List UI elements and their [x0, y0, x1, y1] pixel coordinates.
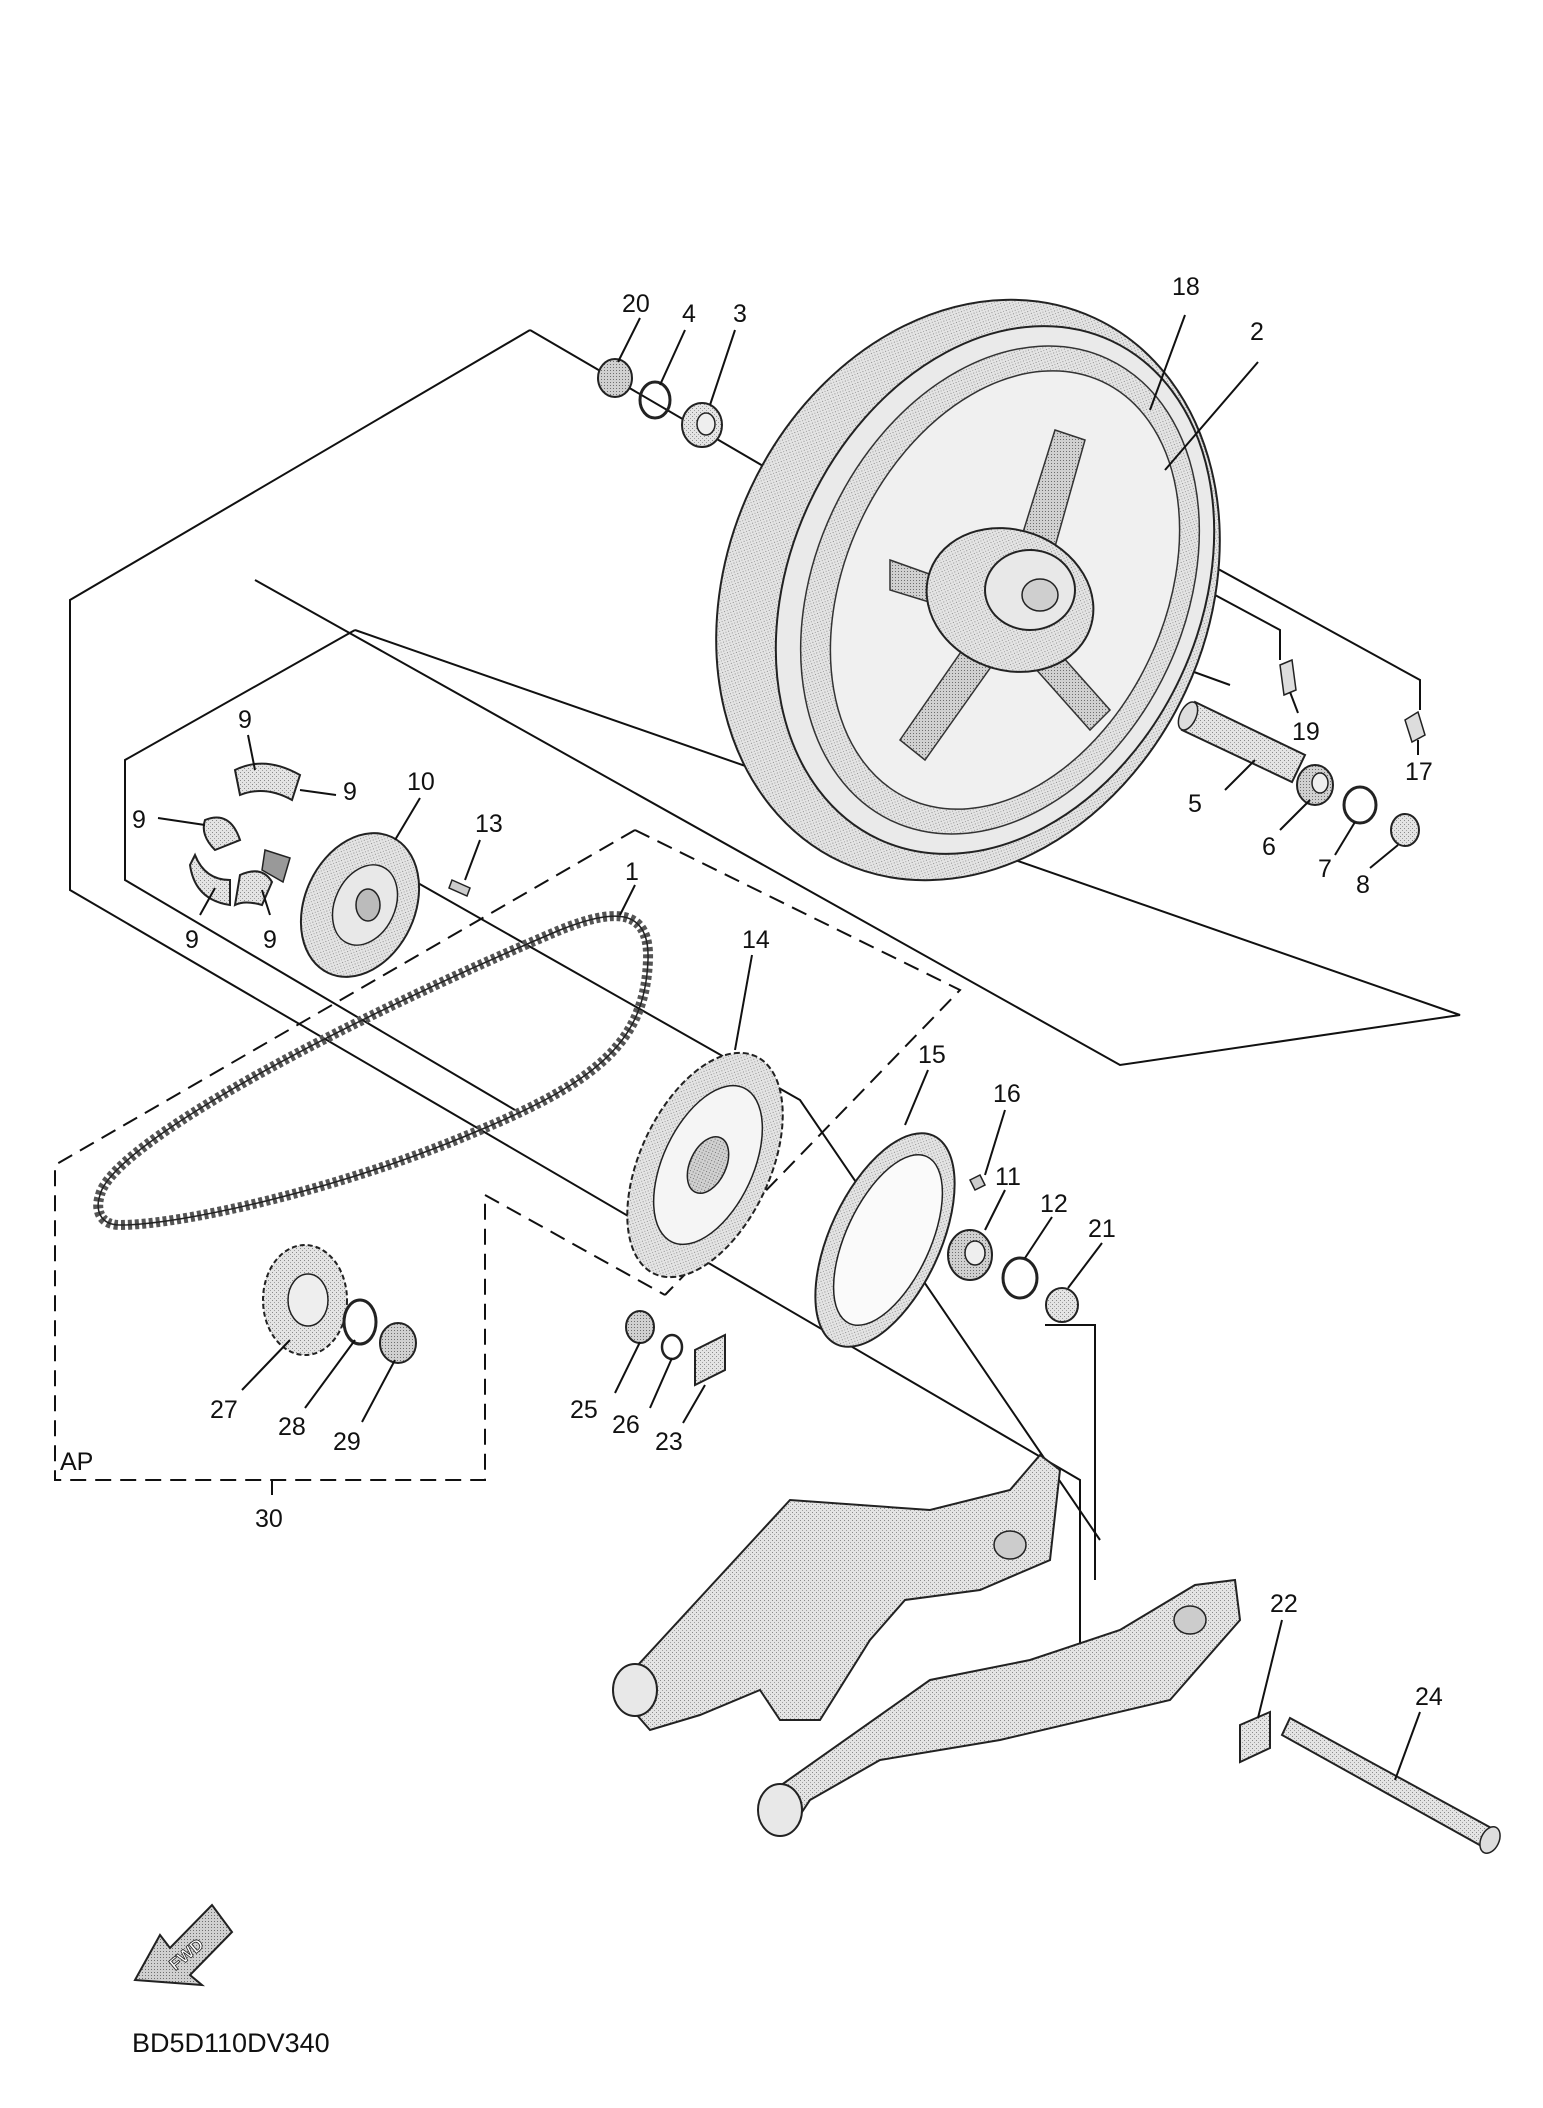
callout-25: 25	[570, 1396, 598, 1424]
callout-22: 22	[1270, 1590, 1298, 1618]
sprocket-stud	[448, 878, 471, 898]
callout-9-bottom-left: 9	[185, 926, 199, 954]
callout-12: 12	[1040, 1190, 1068, 1218]
callout-9-left: 9	[132, 806, 146, 834]
diagram-code: BD5D110DV340	[132, 2028, 330, 2058]
callout-27: 27	[210, 1396, 238, 1424]
pivot-parts	[1239, 1710, 1501, 1854]
drive-chain	[93, 911, 654, 1231]
fwd-arrow-icon: FWD	[133, 1903, 234, 1987]
axle-spacers	[1279, 658, 1426, 847]
callout-26: 26	[612, 1411, 640, 1439]
callout-10: 10	[407, 768, 435, 796]
callout-29: 29	[333, 1428, 361, 1456]
callout-13: 13	[475, 810, 503, 838]
callout-24: 24	[1415, 1683, 1443, 1711]
callout-5: 5	[1188, 790, 1202, 818]
drive-sprocket-set	[262, 1244, 417, 1364]
wheel-bearings-left	[597, 358, 723, 448]
callout-8: 8	[1356, 871, 1370, 899]
chain-adjuster-parts	[625, 1310, 726, 1387]
callout-14: 14	[742, 926, 770, 954]
callout-3: 3	[733, 300, 747, 328]
callout-4: 4	[682, 300, 696, 328]
rear-sprocket	[626, 1051, 784, 1279]
callout-30: 30	[255, 1505, 283, 1533]
callout-16: 16	[993, 1080, 1021, 1108]
wheel-axle	[1177, 700, 1307, 784]
callout-6: 6	[1262, 833, 1276, 861]
callout-28: 28	[278, 1413, 306, 1441]
rear-wheel-assembly	[715, 298, 1221, 882]
callout-21: 21	[1088, 1215, 1116, 1243]
callout-17: 17	[1405, 758, 1433, 786]
callout-7: 7	[1318, 855, 1332, 883]
callout-9-bottom-right: 9	[263, 926, 277, 954]
callout-9-top: 9	[238, 706, 252, 734]
callout-19: 19	[1292, 718, 1320, 746]
callout-1: 1	[625, 858, 639, 886]
callout-labels: 1 2 3 4 5 6 7 8 9 9 9 9 9 10 11 12 13 14…	[60, 273, 1443, 1711]
callout-23: 23	[655, 1428, 683, 1456]
callout-18: 18	[1172, 273, 1200, 301]
callout-20: 20	[622, 290, 650, 318]
callout-leaders	[157, 314, 1421, 1781]
assembly-label-ap: AP	[60, 1448, 93, 1476]
callout-2: 2	[1250, 318, 1264, 346]
ap-assembly-box	[54, 829, 962, 1495]
hub-dampers	[188, 762, 302, 907]
callout-9-right: 9	[343, 778, 357, 806]
swingarm	[612, 1453, 1242, 1837]
callout-15: 15	[918, 1041, 946, 1069]
sprocket-hub	[299, 832, 421, 978]
callout-11: 11	[995, 1163, 1021, 1191]
sprocket-guard	[814, 1132, 956, 1348]
sprocket-side-parts	[947, 1173, 1079, 1323]
